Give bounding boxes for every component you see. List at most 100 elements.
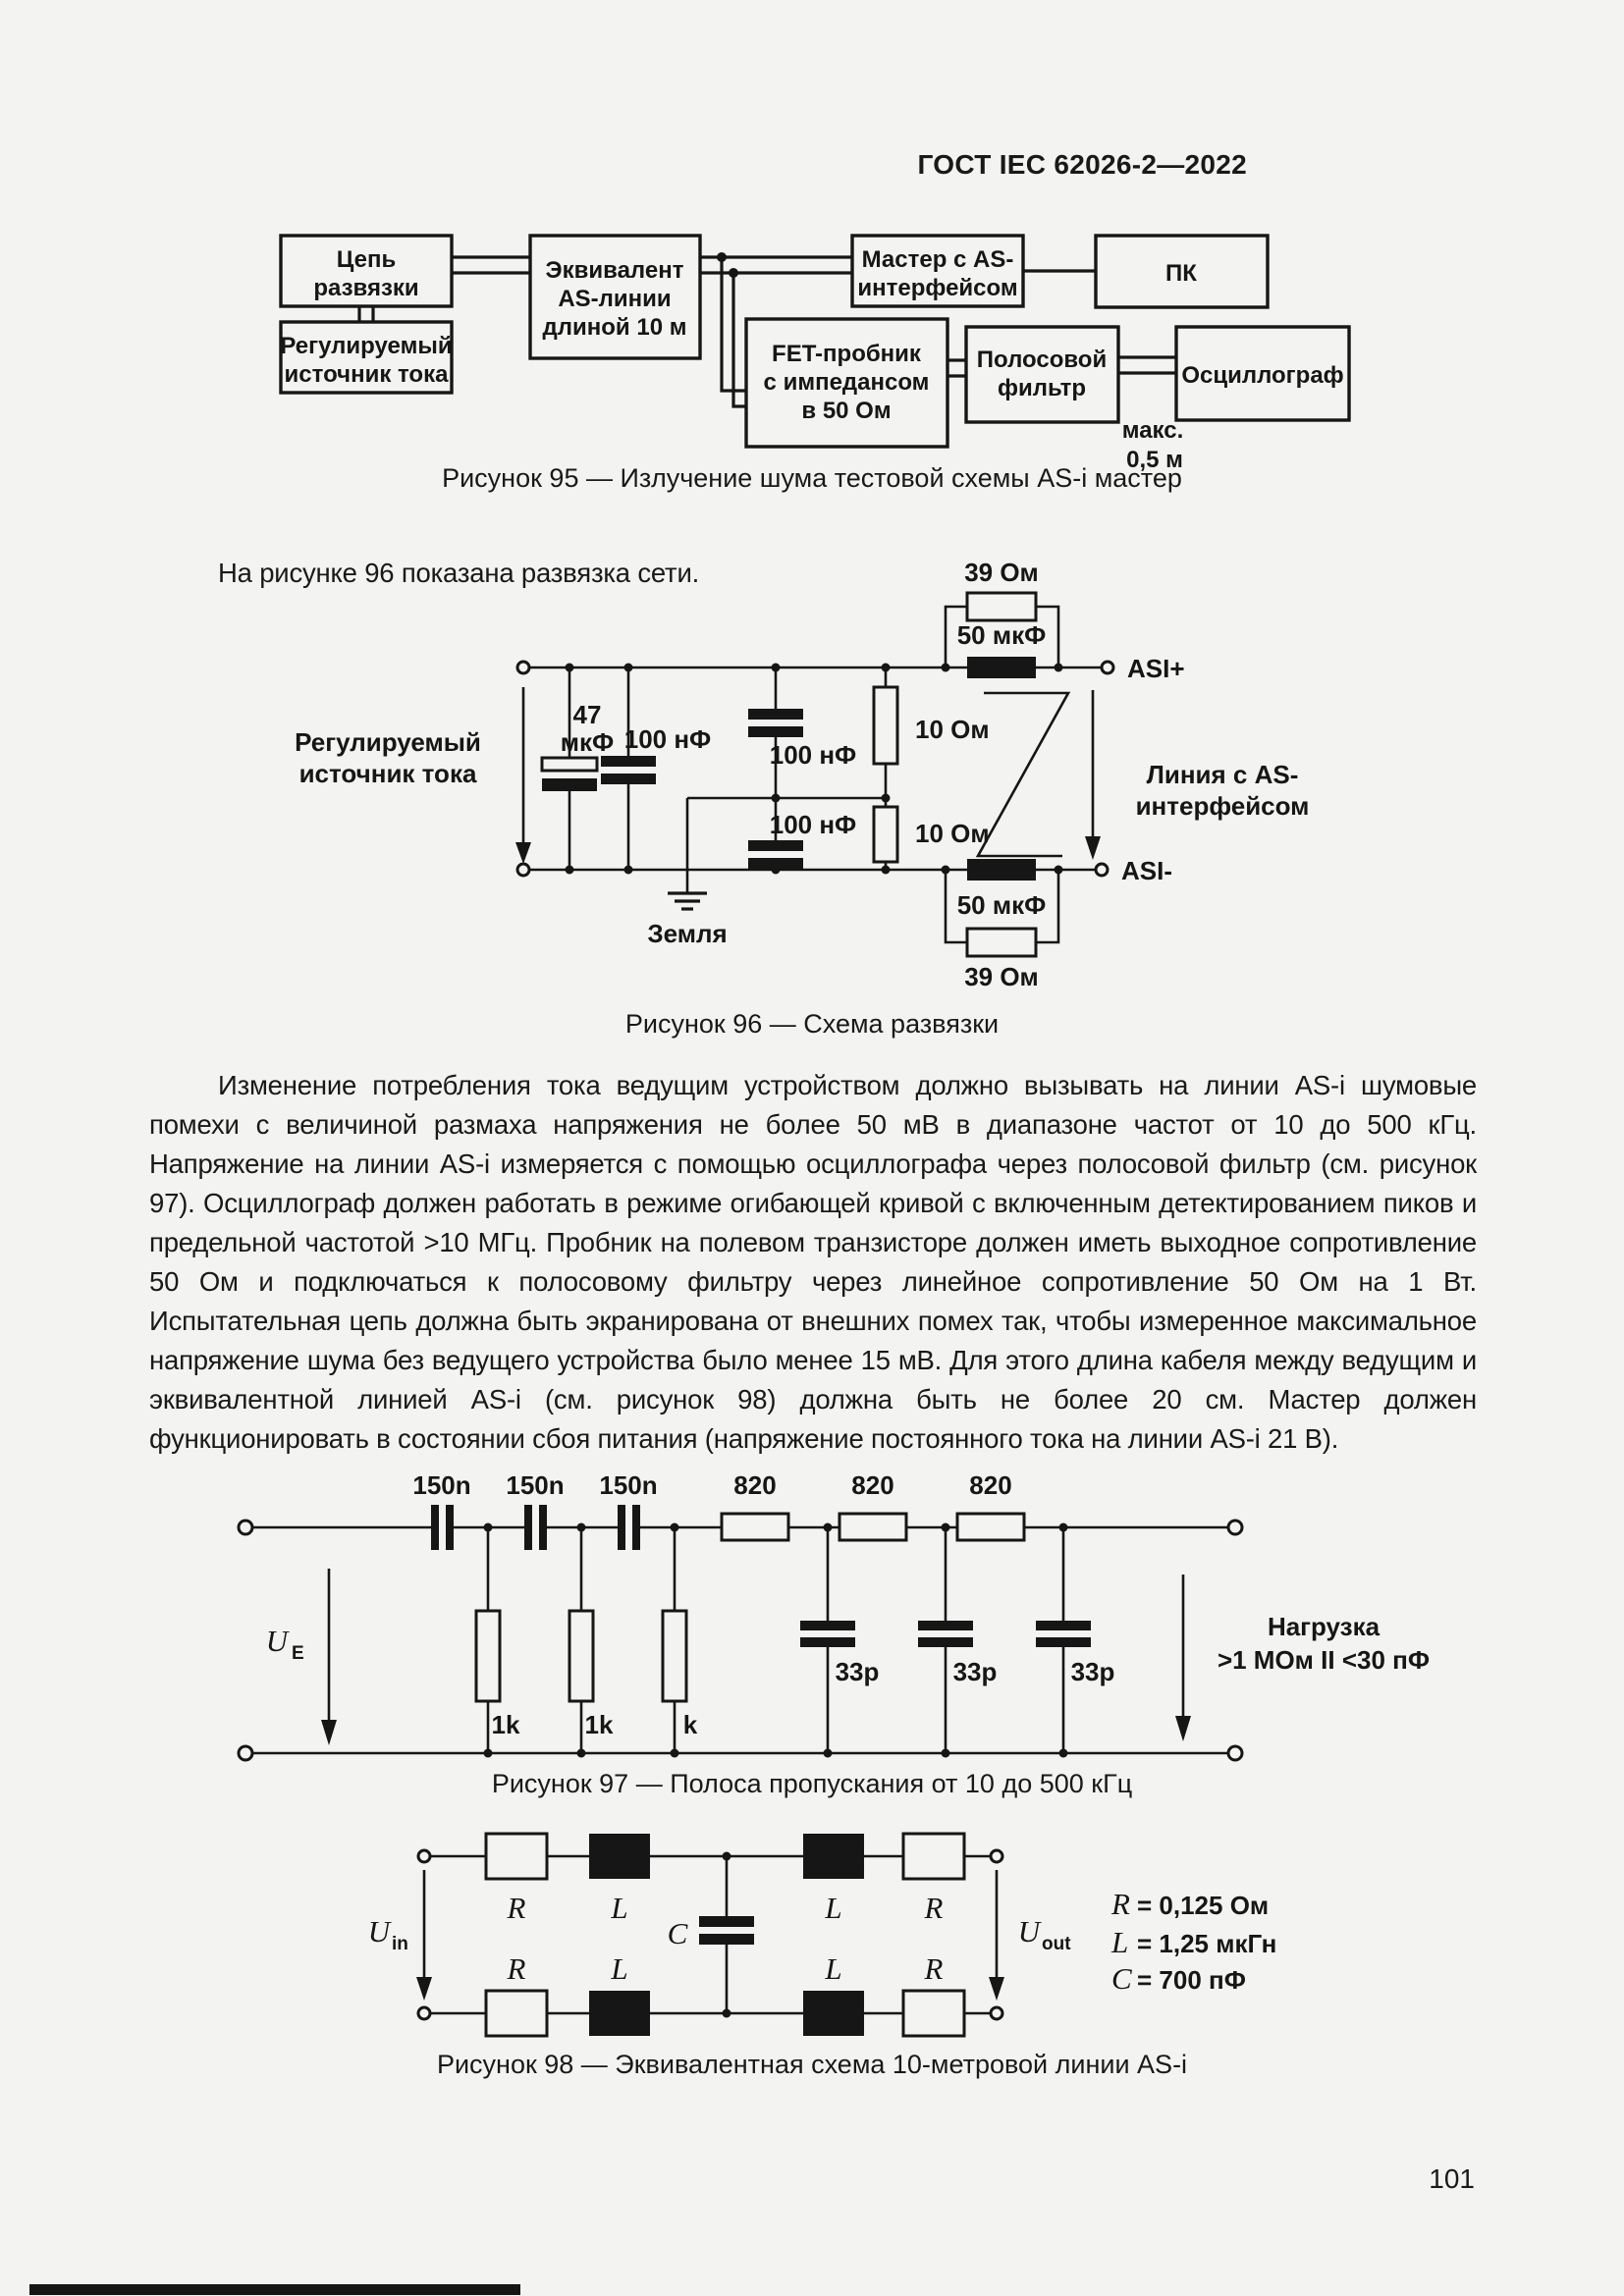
oscilloscope-box xyxy=(1174,325,1351,422)
capacitor-plate xyxy=(632,1505,640,1550)
value-symbol: R xyxy=(1110,1887,1130,1921)
resistor-820 xyxy=(955,1512,1026,1542)
terminal-circle xyxy=(515,660,531,675)
pc-box xyxy=(1094,234,1270,309)
decoupling-circuit-label: Цепь xyxy=(337,246,396,273)
capacitor-plate xyxy=(918,1637,973,1647)
figure97-caption: Рисунок 97 — Полоса пропускания от 10 до… xyxy=(491,1769,1133,1798)
current-source-box xyxy=(279,320,454,395)
capacitor-plate xyxy=(748,726,803,737)
capacitor-plate xyxy=(431,1505,439,1550)
as-line-equivalent-label: Эквивалент xyxy=(546,257,684,284)
figure95-block-diagram: Цепь развязки Регулируемый источник тока… xyxy=(279,234,1351,473)
terminal-circle xyxy=(515,862,531,878)
resistor-820-label: 820 xyxy=(969,1470,1011,1500)
as-line-label: Линия с AS- xyxy=(1147,760,1299,789)
cap33p-label: 33p xyxy=(836,1657,880,1686)
component-letter: L xyxy=(824,1951,841,1986)
source-label: источник тока xyxy=(299,759,477,788)
terminal-circle xyxy=(989,2005,1004,2021)
capacitor-plate xyxy=(446,1505,454,1550)
capacitor-plate xyxy=(1036,1637,1091,1647)
uout-symbol: U xyxy=(1018,1914,1043,1949)
resistor-820 xyxy=(720,1512,790,1542)
resistor-k xyxy=(661,1609,688,1703)
cap100-top-label: 100 нФ xyxy=(770,740,857,770)
ue-subscript: E xyxy=(292,1643,304,1664)
figure98-caption: Рисунок 98 — Эквивалентная схема 10-метр… xyxy=(436,2050,1188,2079)
page-number: 101 xyxy=(1429,2163,1475,2194)
inductor-50uF-block xyxy=(967,657,1036,678)
capacitor-plate xyxy=(748,840,803,851)
inductor-L xyxy=(803,1991,864,2036)
source-label: Регулируемый xyxy=(295,727,481,757)
cap33p-label: 33p xyxy=(953,1657,998,1686)
figure96-caption: Рисунок 96 — Схема развязки xyxy=(624,1009,1000,1039)
decoupling-circuit-label: развязки xyxy=(313,275,418,301)
figure96-decoupling-circuit: Регулируемый источник тока 47 мкФ 100 нФ xyxy=(295,558,1309,991)
resistor-39ohm xyxy=(965,927,1038,958)
junction-dot xyxy=(881,865,891,875)
component-letter: L xyxy=(824,1891,841,1925)
capacitor-plate xyxy=(748,858,803,869)
arrowhead-icon xyxy=(1085,836,1101,860)
arrowhead-icon xyxy=(989,1977,1004,2001)
value-text: = 0,125 Ом xyxy=(1137,1891,1269,1920)
pc-label: ПК xyxy=(1165,260,1197,287)
resistor-10ohm-label: 10 Ом xyxy=(915,819,990,848)
arrowhead-icon xyxy=(515,842,531,864)
arrowhead-icon xyxy=(1175,1716,1191,1741)
component-letter: C xyxy=(668,1916,688,1950)
terminal-circle xyxy=(237,1519,254,1536)
wire xyxy=(720,257,746,393)
cap50-label: 50 мкФ xyxy=(957,620,1047,650)
resistor-39ohm xyxy=(965,591,1038,622)
max-length-label: макс. xyxy=(1122,417,1184,444)
terminal-circle xyxy=(1226,1519,1244,1536)
resistor-1k-label: 1k xyxy=(492,1710,520,1739)
terminal-circle xyxy=(1094,862,1110,878)
resistor-39ohm-label: 39 Ом xyxy=(964,962,1039,991)
junction-dot xyxy=(722,2008,731,2018)
inductor-50uF-block xyxy=(967,859,1036,881)
resistor-R xyxy=(901,1989,966,2038)
resistor-820-label: 820 xyxy=(733,1470,776,1500)
arrowhead-icon xyxy=(321,1720,337,1745)
capacitor-plate xyxy=(699,1916,754,1927)
terminal-circle xyxy=(416,1848,432,1864)
uin-subscript: in xyxy=(392,1934,408,1954)
load-label: >1 МОм II <30 пФ xyxy=(1218,1645,1430,1675)
junction-dot xyxy=(483,1748,493,1758)
resistor-10ohm xyxy=(872,685,899,766)
as-master-label: Мастер с AS- xyxy=(862,246,1014,273)
capacitor-plate xyxy=(1036,1621,1091,1630)
inductor-L xyxy=(589,1834,650,1879)
fet-probe-label: в 50 Ом xyxy=(801,398,891,424)
capacitor-plate xyxy=(699,1934,754,1945)
resistor-k-label: k xyxy=(683,1710,698,1739)
junction-dot xyxy=(823,1748,833,1758)
value-symbol: L xyxy=(1110,1925,1128,1959)
cap150n-label: 150n xyxy=(412,1470,470,1500)
capacitor-plate xyxy=(918,1621,973,1630)
resistor-820 xyxy=(838,1512,908,1542)
current-source-label: Регулируемый xyxy=(280,333,452,359)
capacitor-plate xyxy=(618,1505,625,1550)
cap100-bottom-label: 100 нФ xyxy=(770,810,857,839)
body-paragraph: Изменение потребления тока ведущим устро… xyxy=(149,1070,1477,1454)
terminal-circle xyxy=(1100,660,1115,675)
junction-dot xyxy=(576,1748,586,1758)
component-letter: R xyxy=(924,1891,944,1925)
capacitor-plate xyxy=(524,1505,532,1550)
terminal-circle xyxy=(989,1848,1004,1864)
cap47-label: мкФ xyxy=(561,727,614,757)
resistor-1k xyxy=(568,1609,595,1703)
wire xyxy=(731,273,746,408)
capacitor-plate xyxy=(542,778,597,791)
bandpass-filter-label: Полосовой xyxy=(977,347,1107,373)
capacitor-plate xyxy=(601,756,656,767)
resistor-39ohm-label: 39 Ом xyxy=(964,558,1039,587)
fet-probe-box xyxy=(744,317,949,449)
capacitor-plate xyxy=(539,1505,547,1550)
